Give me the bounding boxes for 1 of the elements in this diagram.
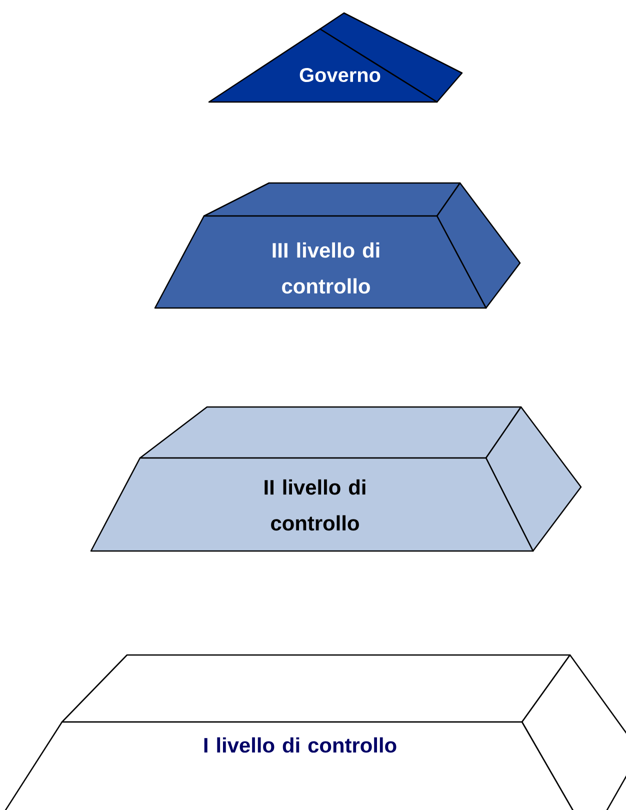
node-label: I livello di controllo (204, 737, 396, 753)
